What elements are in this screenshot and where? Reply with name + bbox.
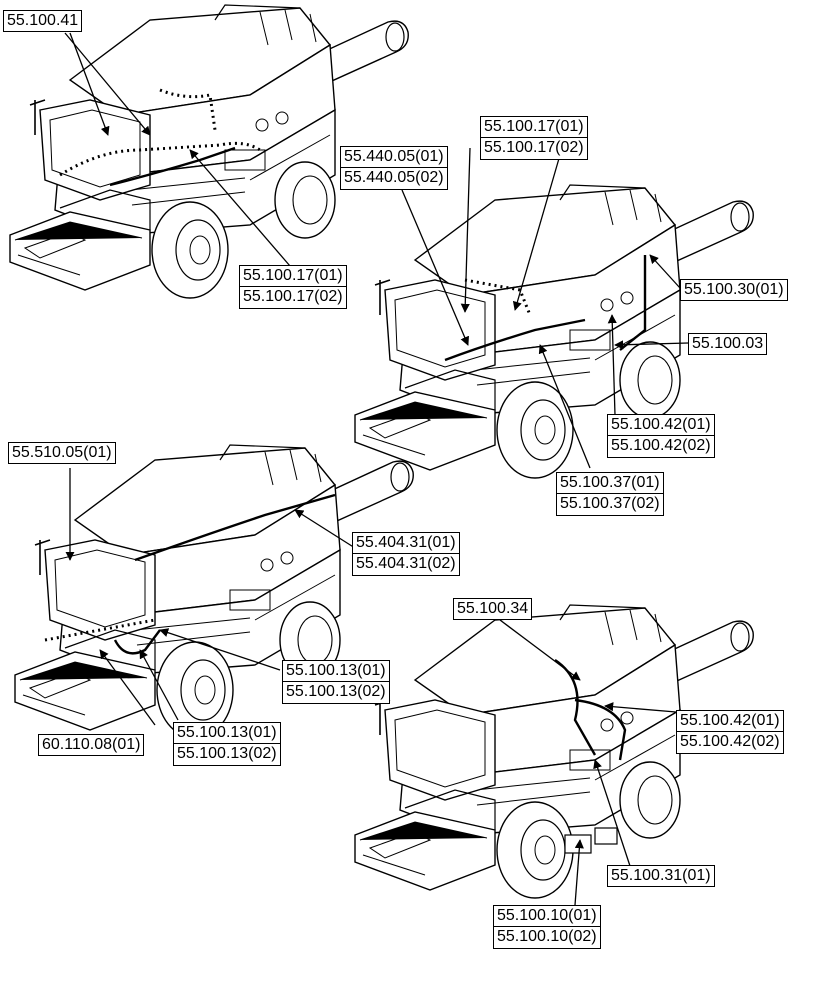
callout-55-100-34: 55.100.34 [453, 598, 533, 620]
callout-55-100-10-02: 55.100.10(02) [493, 927, 601, 949]
callout-55-440-05-02: 55.440.05(02) [340, 168, 448, 190]
callout-55-100-41: 55.100.41 [3, 10, 83, 32]
callout-e-55-100-42-02: 55.100.42(02) [676, 732, 784, 754]
callout-b-55-100-17-01: 55.100.17(01) [480, 116, 588, 138]
callout-55-100-37-02: 55.100.37(02) [556, 494, 664, 516]
callout-55-404-31-01: 55.404.31(01) [352, 532, 460, 554]
callout-55-440-05-01: 55.440.05(01) [340, 146, 448, 168]
callout-a-55-100-17-02: 55.100.17(02) [239, 287, 347, 309]
callout-55-100-30-01: 55.100.30(01) [680, 279, 788, 301]
callout-b-55-100-17-02: 55.100.17(02) [480, 138, 588, 160]
callout-55-100-03: 55.100.03 [688, 333, 768, 355]
callout-c-55-100-42-01: 55.100.42(01) [607, 414, 715, 436]
callout-a-55-100-13-02: 55.100.13(02) [282, 682, 390, 704]
callout-b-55-100-13-02: 55.100.13(02) [173, 744, 281, 766]
callout-55-100-37-01: 55.100.37(01) [556, 472, 664, 494]
callout-55-100-31-01: 55.100.31(01) [607, 865, 715, 887]
callout-55-404-31-02: 55.404.31(02) [352, 554, 460, 576]
callout-e-55-100-42-01: 55.100.42(01) [676, 710, 784, 732]
leader-arrows [64, 32, 689, 906]
callout-a-55-100-13-01: 55.100.13(01) [282, 660, 390, 682]
callout-b-55-100-13-01: 55.100.13(01) [173, 722, 281, 744]
callout-55-100-10-01: 55.100.10(01) [493, 905, 601, 927]
callout-60-110-08-01: 60.110.08(01) [38, 734, 145, 756]
callout-a-55-100-17-01: 55.100.17(01) [239, 265, 347, 287]
combine-view-2 [354, 184, 755, 479]
callout-c-55-100-42-02: 55.100.42(02) [607, 436, 715, 458]
callout-55-510-05-01: 55.510.05(01) [8, 442, 116, 464]
